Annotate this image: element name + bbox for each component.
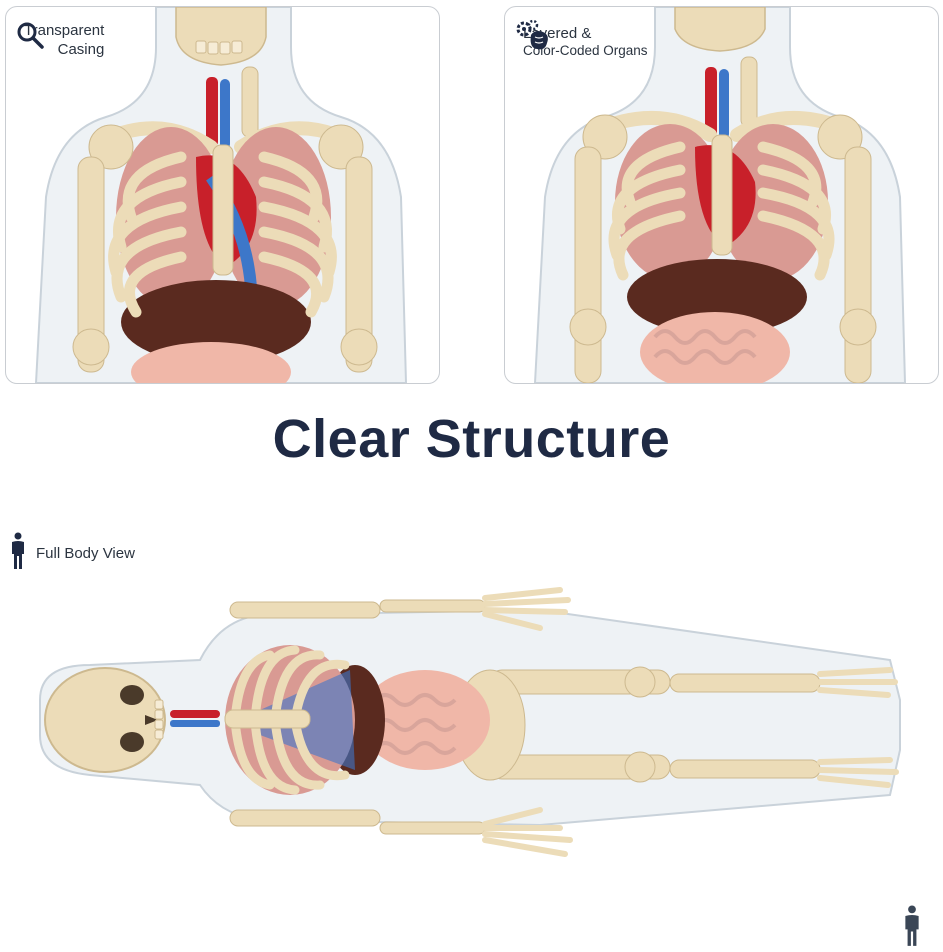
torso-layered-illustration xyxy=(533,7,907,383)
full-body-skeleton-illustration xyxy=(39,587,901,857)
callout-line-2: Casing xyxy=(57,41,105,58)
person-icon xyxy=(10,532,26,575)
layered-organs-panel: Layered & Color-Coded Organs xyxy=(504,6,939,384)
transparent-casing-panel: Transparent Casing xyxy=(5,6,440,384)
callout-line-2: Color-Coded Organs xyxy=(523,43,648,58)
person-icon xyxy=(903,905,921,952)
full-body-label: Full Body View xyxy=(10,532,135,575)
full-body-label-text: Full Body View xyxy=(36,545,135,562)
torso-transparent-illustration xyxy=(34,7,408,383)
callout-line-1: Transparent xyxy=(24,22,105,39)
layered-organs-callout: Layered & Color-Coded Organs xyxy=(515,19,648,59)
headline: Clear Structure xyxy=(272,409,671,469)
transparent-casing-callout: Transparent Casing xyxy=(16,21,104,59)
